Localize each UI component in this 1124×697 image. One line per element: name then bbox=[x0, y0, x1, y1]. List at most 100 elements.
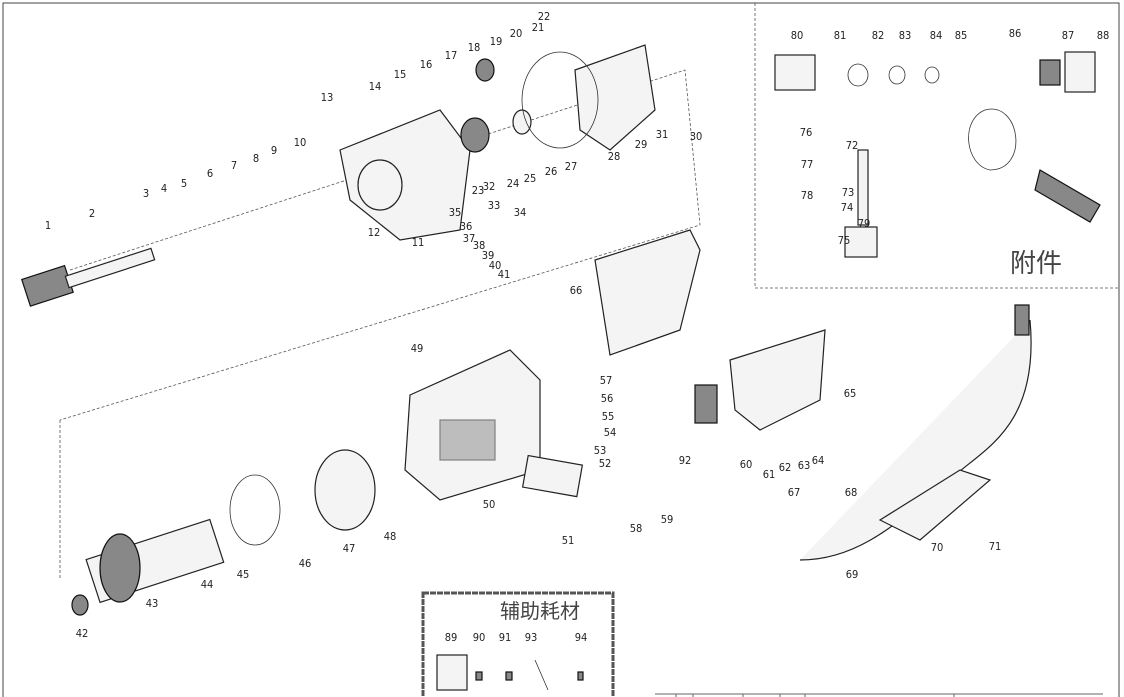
part-label-85: 85 bbox=[955, 29, 968, 42]
part-label-67: 67 bbox=[788, 486, 801, 499]
part-label-17: 17 bbox=[445, 49, 458, 62]
part-label-73: 73 bbox=[842, 186, 855, 199]
part-label-31: 31 bbox=[656, 128, 669, 141]
part-label-59: 59 bbox=[661, 513, 674, 526]
part-label-1: 1 bbox=[45, 219, 51, 232]
part-label-81: 81 bbox=[834, 29, 847, 42]
part-label-57: 57 bbox=[600, 374, 613, 387]
part-label-4: 4 bbox=[161, 182, 167, 195]
part-label-16: 16 bbox=[420, 58, 433, 71]
part-label-88: 88 bbox=[1097, 29, 1110, 42]
part-label-82: 82 bbox=[872, 29, 885, 42]
part-label-9: 9 bbox=[271, 144, 277, 157]
part-label-11: 11 bbox=[412, 236, 425, 249]
part-label-66: 66 bbox=[570, 284, 583, 297]
part-label-78: 78 bbox=[801, 189, 814, 202]
part-label-34: 34 bbox=[514, 206, 527, 219]
part-label-10: 10 bbox=[294, 136, 307, 149]
part-label-80: 80 bbox=[791, 29, 804, 42]
part-label-76: 76 bbox=[800, 126, 813, 139]
part-label-7: 7 bbox=[231, 159, 237, 172]
part-label-65: 65 bbox=[844, 387, 857, 400]
part-label-28: 28 bbox=[608, 150, 621, 163]
part-label-32: 32 bbox=[483, 180, 496, 193]
part-label-25: 25 bbox=[524, 172, 537, 185]
part-label-71: 71 bbox=[989, 540, 1002, 553]
part-label-92: 92 bbox=[679, 454, 692, 467]
part-label-56: 56 bbox=[601, 392, 614, 405]
power-cord-switch bbox=[799, 304, 1032, 561]
accessory-items bbox=[774, 51, 1096, 93]
part-label-69: 69 bbox=[846, 568, 859, 581]
part-label-41: 41 bbox=[498, 268, 511, 281]
accessories-title: 附件 bbox=[1010, 249, 1062, 279]
chuck-spindle bbox=[20, 247, 156, 307]
part-label-35: 35 bbox=[449, 206, 462, 219]
part-label-13: 13 bbox=[321, 91, 334, 104]
part-label-44: 44 bbox=[201, 578, 214, 591]
gears bbox=[460, 58, 532, 153]
consumables-box bbox=[421, 591, 615, 697]
part-label-75: 75 bbox=[838, 234, 851, 247]
part-label-77: 77 bbox=[801, 158, 814, 171]
part-label-94: 94 bbox=[575, 631, 588, 644]
part-label-79: 79 bbox=[858, 217, 871, 230]
part-label-42: 42 bbox=[76, 627, 89, 640]
part-label-14: 14 bbox=[369, 80, 382, 93]
motor-housing bbox=[404, 349, 584, 501]
part-label-89: 89 bbox=[445, 631, 458, 644]
part-label-84: 84 bbox=[930, 29, 943, 42]
part-label-87: 87 bbox=[1062, 29, 1075, 42]
stator-field bbox=[229, 449, 376, 546]
consumable-items bbox=[436, 654, 584, 691]
part-label-55: 55 bbox=[602, 410, 615, 423]
part-label-3: 3 bbox=[143, 187, 149, 200]
part-label-30: 30 bbox=[690, 130, 703, 143]
part-label-46: 46 bbox=[299, 557, 312, 570]
part-label-43: 43 bbox=[146, 597, 159, 610]
part-label-24: 24 bbox=[507, 177, 520, 190]
part-label-39: 39 bbox=[482, 249, 495, 262]
part-label-58: 58 bbox=[630, 522, 643, 535]
part-label-27: 27 bbox=[565, 160, 578, 173]
part-label-15: 15 bbox=[394, 68, 407, 81]
part-label-38: 38 bbox=[473, 239, 486, 252]
part-label-29: 29 bbox=[635, 138, 648, 151]
part-label-61: 61 bbox=[763, 468, 776, 481]
part-label-52: 52 bbox=[599, 457, 612, 470]
part-label-40: 40 bbox=[489, 259, 502, 272]
part-label-48: 48 bbox=[384, 530, 397, 543]
part-label-19: 19 bbox=[490, 35, 503, 48]
part-label-26: 26 bbox=[545, 165, 558, 178]
part-label-36: 36 bbox=[460, 220, 473, 233]
part-label-18: 18 bbox=[468, 41, 481, 54]
gearbox-cover bbox=[521, 44, 656, 151]
part-label-83: 83 bbox=[899, 29, 912, 42]
part-label-54: 54 bbox=[604, 426, 617, 439]
part-label-68: 68 bbox=[845, 486, 858, 499]
accessories-box bbox=[754, 3, 1119, 289]
part-label-86: 86 bbox=[1009, 27, 1022, 40]
part-label-8: 8 bbox=[253, 152, 259, 165]
consumables-title: 辅助耗材 bbox=[500, 599, 580, 623]
armature bbox=[71, 518, 225, 616]
part-label-90: 90 bbox=[473, 631, 486, 644]
part-label-12: 12 bbox=[368, 226, 381, 239]
part-label-91: 91 bbox=[499, 631, 512, 644]
part-label-93: 93 bbox=[525, 631, 538, 644]
part-label-45: 45 bbox=[237, 568, 250, 581]
part-label-37: 37 bbox=[463, 232, 476, 245]
part-label-21: 21 bbox=[532, 21, 545, 34]
part-label-6: 6 bbox=[207, 167, 213, 180]
part-label-64: 64 bbox=[812, 454, 825, 467]
part-label-23: 23 bbox=[472, 184, 485, 197]
auxiliary-handle bbox=[844, 108, 1101, 258]
part-label-63: 63 bbox=[798, 459, 811, 472]
part-label-50: 50 bbox=[483, 498, 496, 511]
part-label-33: 33 bbox=[488, 199, 501, 212]
handle-halves bbox=[594, 229, 826, 431]
gear-housing bbox=[339, 109, 471, 241]
